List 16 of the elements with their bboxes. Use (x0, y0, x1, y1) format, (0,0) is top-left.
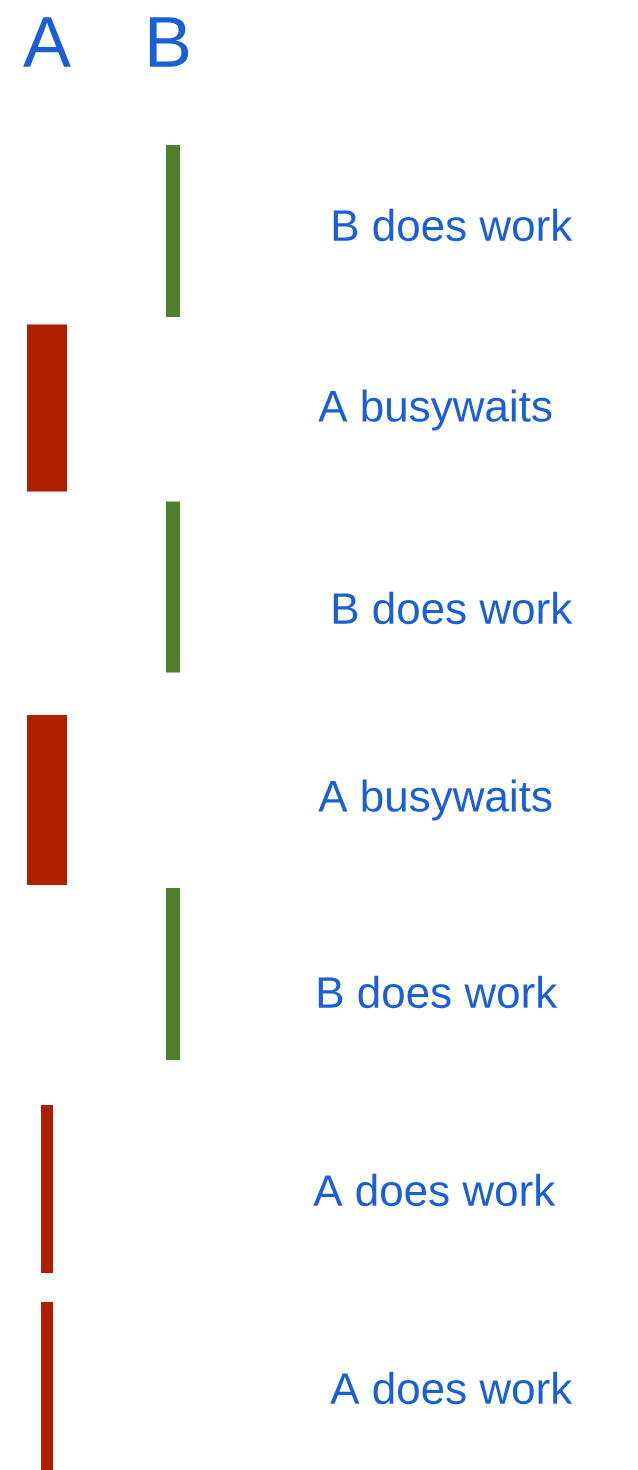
bar-label: A does work (313, 1173, 556, 1207)
bar (166, 145, 180, 317)
bar (41, 1302, 53, 1470)
bar (27, 324, 67, 492)
bar-label: B does work (318, 975, 558, 1009)
bar (41, 1105, 53, 1273)
bar-label: B does work (333, 591, 573, 625)
bar-label: A busywaits (318, 779, 552, 821)
bar-label: B does work (333, 208, 573, 242)
bar (166, 888, 180, 1060)
bar-label: A does work (330, 1371, 573, 1405)
column-heading: B (149, 17, 189, 67)
bar-label: A busywaits (318, 389, 552, 431)
bar (166, 501, 180, 673)
bar (27, 715, 67, 885)
column-heading: A (23, 17, 71, 67)
